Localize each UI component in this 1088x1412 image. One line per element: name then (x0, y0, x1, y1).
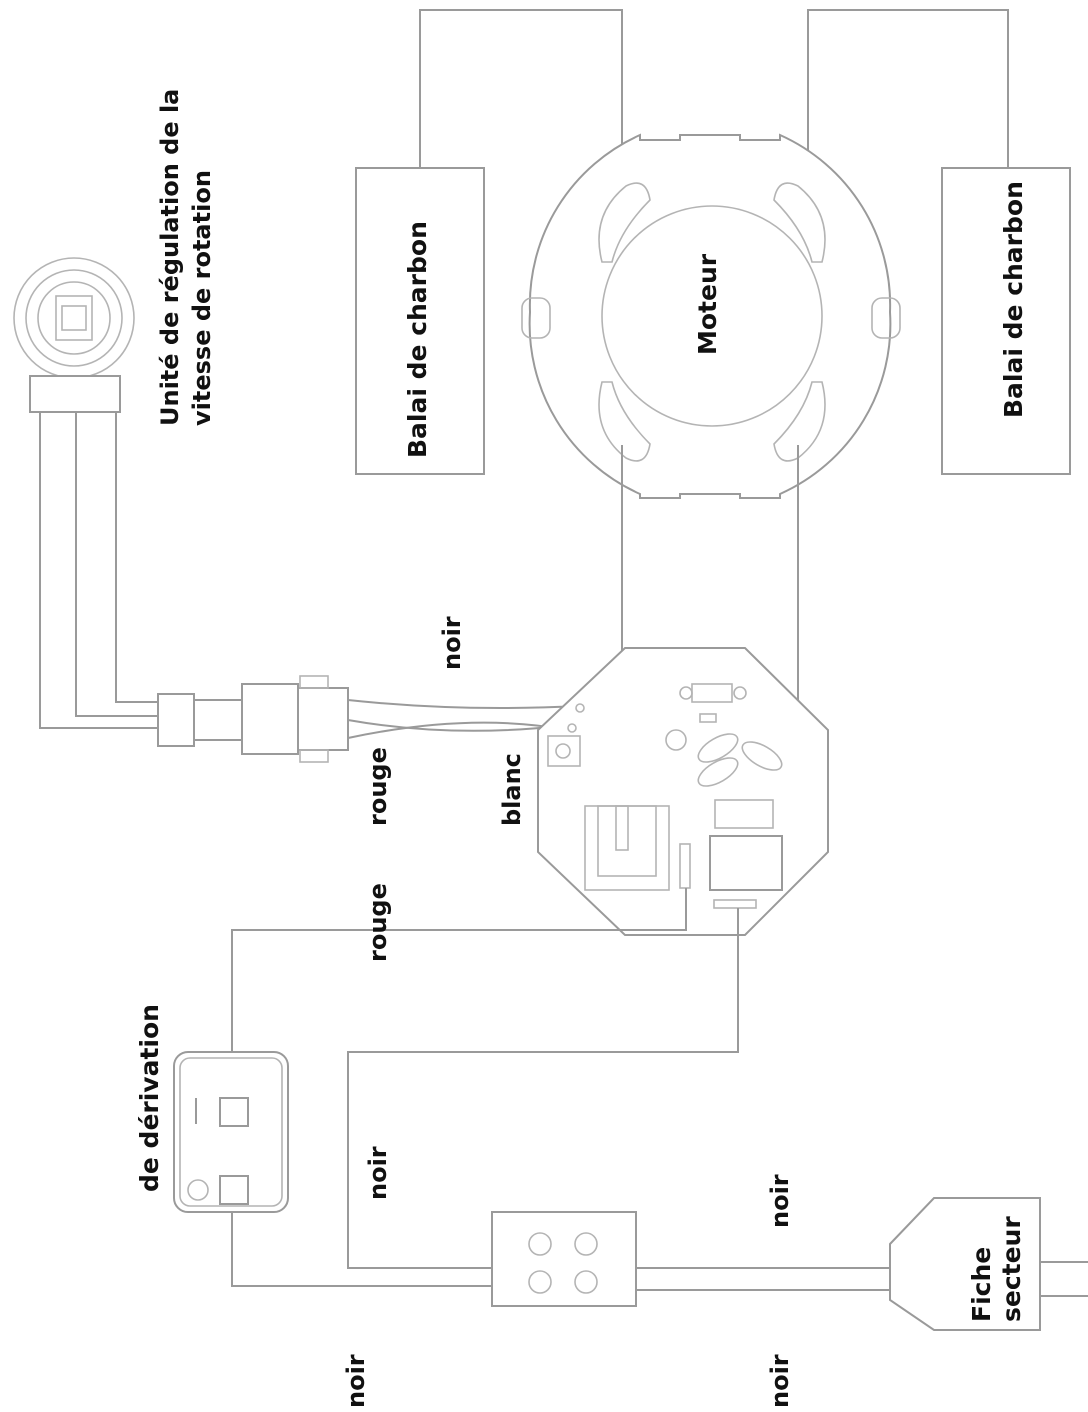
control-board (537, 647, 829, 936)
inline-connector (157, 675, 349, 763)
carbon-brush-right-label: Balai de charbon (999, 181, 1028, 418)
wire-label-noir-bottom-right: noir (766, 1354, 794, 1408)
speed-unit-label-line2: vitesse de rotation (188, 170, 216, 426)
wire-label-noir-left: noir (364, 1146, 392, 1200)
carbon-brush-left: Balai de charbon (355, 167, 485, 475)
top-wiring (419, 9, 1009, 190)
wire-label-rouge-mid: rouge (364, 883, 392, 962)
wire-labels: noir rouge blanc rouge noir noir noir no… (342, 616, 794, 1408)
wire-label-noir-right: noir (766, 1174, 794, 1228)
motor-label: Moteur (693, 253, 722, 355)
mains-plug: Fiche secteur (889, 1197, 1088, 1331)
carbon-brush-right: Balai de charbon (941, 167, 1071, 475)
bypass-component: de dérivation (135, 1004, 289, 1213)
motor: Moteur (521, 133, 901, 499)
lower-wiring (231, 888, 890, 1291)
speed-unit-leads (39, 412, 160, 729)
plug-label-line1: Fiche (967, 1247, 996, 1322)
carbon-brush-left-label: Balai de charbon (403, 221, 432, 458)
plug-label-line2: secteur (997, 1216, 1026, 1322)
wire-label-noir-top: noir (438, 616, 466, 670)
bypass-label: de dérivation (135, 1004, 164, 1192)
wire-label-rouge-top: rouge (364, 747, 392, 826)
wire-label-noir-bottom-left: noir (342, 1354, 370, 1408)
speed-unit-label-line1: Unité de régulation de la (156, 89, 184, 426)
wire-label-blanc: blanc (498, 753, 526, 826)
terminal-block (491, 1211, 637, 1307)
speed-regulation-unit: Unité de régulation de la vitesse de rot… (13, 89, 216, 426)
